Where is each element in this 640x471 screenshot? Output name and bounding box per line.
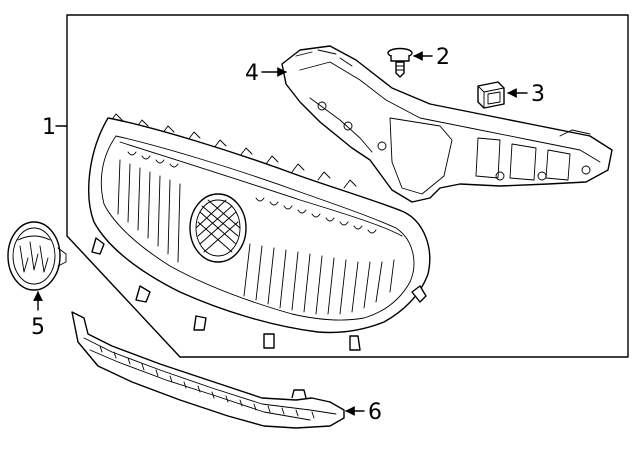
callout-2: 2 — [436, 45, 450, 70]
leader-lines — [33, 51, 528, 416]
callout-1: 1 — [42, 115, 56, 140]
bolt — [387, 47, 413, 78]
callout-3: 3 — [531, 82, 545, 107]
callout-4: 4 — [245, 61, 259, 86]
upper-bracket — [281, 45, 613, 203]
clip — [477, 81, 505, 109]
grille — [88, 113, 431, 351]
callout-5: 5 — [31, 315, 45, 340]
lower-grille — [71, 311, 345, 429]
assembly-frame — [66, 14, 629, 358]
emblem — [7, 221, 67, 291]
callout-6: 6 — [368, 400, 382, 425]
